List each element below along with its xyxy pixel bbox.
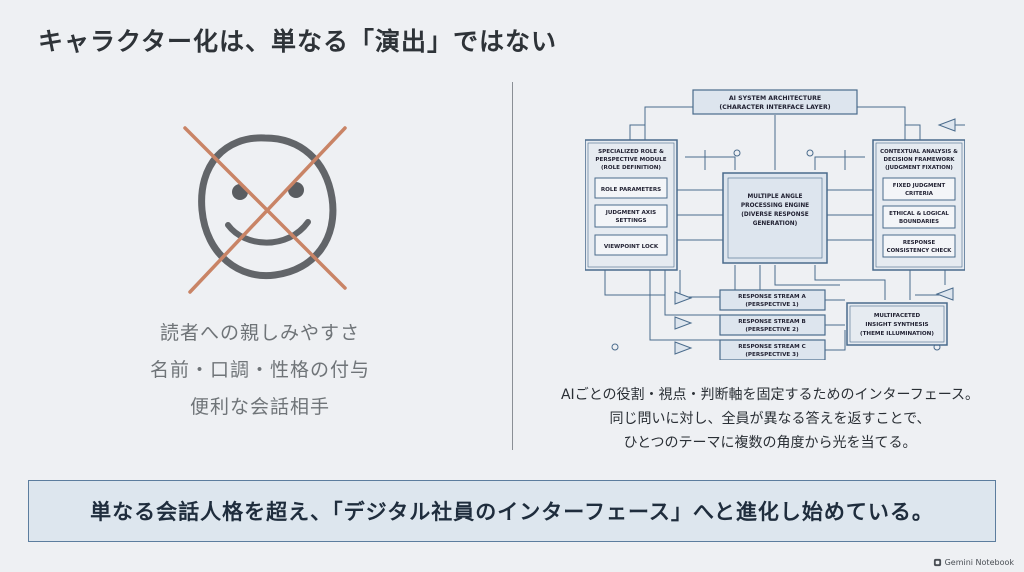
svg-text:GENERATION): GENERATION) [753,221,798,227]
svg-text:(PERSPECTIVE 1): (PERSPECTIVE 1) [745,302,799,308]
vertical-divider [512,82,513,450]
svg-text:RESPONSE: RESPONSE [903,240,936,246]
notebook-logo-icon [933,558,941,567]
top-architecture-box: AI SYSTEM ARCHITECTURE (CHARACTER INTERF… [692,89,858,115]
brand-footer: Gemini Notebook [933,558,1014,567]
svg-text:MULTIPLE ANGLE: MULTIPLE ANGLE [748,194,803,200]
caption-line-3: ひとつのテーマに複数の角度から光を当てる。 [623,435,917,451]
svg-text:DECISION FRAMEWORK: DECISION FRAMEWORK [884,157,956,163]
svg-text:RESPONSE STREAM B: RESPONSE STREAM B [738,319,806,325]
svg-text:CONTEXTUAL ANALYSIS &: CONTEXTUAL ANALYSIS & [880,149,958,155]
svg-text:SPECIALIZED ROLE &: SPECIALIZED ROLE & [598,149,664,155]
svg-text:(CHARACTER INTERFACE LAYER): (CHARACTER INTERFACE LAYER) [719,104,830,111]
svg-text:AI SYSTEM ARCHITECTURE: AI SYSTEM ARCHITECTURE [729,95,821,102]
svg-text:PERSPECTIVE MODULE: PERSPECTIVE MODULE [595,157,666,163]
svg-text:VIEWPOINT LOCK: VIEWPOINT LOCK [604,244,659,250]
caption-line-2: 同じ問いに対し、全員が異なる答えを返すことで、 [609,411,931,427]
caption-line-1: AIごとの役割・視点・判断軸を固定するためのインターフェース。 [560,387,980,403]
svg-text:FIXED JUDGMENT: FIXED JUDGMENT [893,183,946,189]
svg-text:(DIVERSE RESPONSE: (DIVERSE RESPONSE [741,212,808,218]
center-processing-engine: MULTIPLE ANGLE PROCESSING ENGINE (DIVERS… [722,172,828,264]
left-line-2: 名前・口調・性格の付与 [149,359,370,381]
architecture-diagram: AI SYSTEM ARCHITECTURE (CHARACTER INTERF… [585,89,965,360]
svg-text:PROCESSING ENGINE: PROCESSING ENGINE [741,203,809,209]
svg-text:BOUNDARIES: BOUNDARIES [899,219,939,225]
response-stream-c: RESPONSE STREAM C (PERSPECTIVE 3) [719,339,826,360]
brand-label: Gemini Notebook [944,558,1014,567]
slide-title: キャラクター化は、単なる「演出」ではない [38,27,558,56]
right-decision-module: CONTEXTUAL ANALYSIS & DECISION FRAMEWORK… [872,139,965,271]
svg-text:(ROLE DEFINITION): (ROLE DEFINITION) [601,165,661,171]
svg-text:RESPONSE STREAM C: RESPONSE STREAM C [738,344,805,350]
banner-text: 単なる会話人格を超え、「デジタル社員のインターフェース」へと進化し始めている。 [90,500,934,524]
response-stream-b: RESPONSE STREAM B (PERSPECTIVE 2) [719,314,826,336]
svg-text:MULTIFACETED: MULTIFACETED [874,313,921,319]
svg-text:ROLE PARAMETERS: ROLE PARAMETERS [601,187,661,193]
svg-text:(JUDGMENT FIXATION): (JUDGMENT FIXATION) [885,165,953,171]
left-role-module: SPECIALIZED ROLE & PERSPECTIVE MODULE (R… [585,139,678,271]
svg-text:RESPONSE STREAM A: RESPONSE STREAM A [738,294,806,300]
insight-synthesis-box: MULTIFACETED INSIGHT SYNTHESIS (THEME IL… [846,302,948,346]
left-line-1: 読者への親しみやすさ [159,322,360,344]
left-feature-list: 読者への親しみやすさ 名前・口調・性格の付与 便利な会話相手 [40,315,480,426]
svg-text:(PERSPECTIVE 2): (PERSPECTIVE 2) [745,327,799,333]
svg-text:INSIGHT SYNTHESIS: INSIGHT SYNTHESIS [865,322,928,328]
svg-text:CRITERIA: CRITERIA [905,191,934,197]
svg-text:ETHICAL & LOGICAL: ETHICAL & LOGICAL [889,211,949,217]
summary-banner: 単なる会話人格を超え、「デジタル社員のインターフェース」へと進化し始めている。 [28,480,996,542]
left-line-3: 便利な会話相手 [189,396,330,418]
diagram-caption: AIごとの役割・視点・判断軸を固定するためのインターフェース。 同じ問いに対し、… [520,383,1020,455]
svg-text:(PERSPECTIVE 3): (PERSPECTIVE 3) [745,352,799,358]
response-stream-a: RESPONSE STREAM A (PERSPECTIVE 1) [719,289,826,311]
svg-text:SETTINGS: SETTINGS [616,218,647,224]
svg-text:CONSISTENCY CHECK: CONSISTENCY CHECK [887,248,953,254]
left-panel: 読者への親しみやすさ 名前・口調・性格の付与 便利な会話相手 [40,90,480,460]
svg-text:JUDGMENT AXIS: JUDGMENT AXIS [605,210,656,216]
svg-text:(THEME ILLUMINATION): (THEME ILLUMINATION) [860,331,934,337]
crossed-smiley-icon [183,126,347,294]
